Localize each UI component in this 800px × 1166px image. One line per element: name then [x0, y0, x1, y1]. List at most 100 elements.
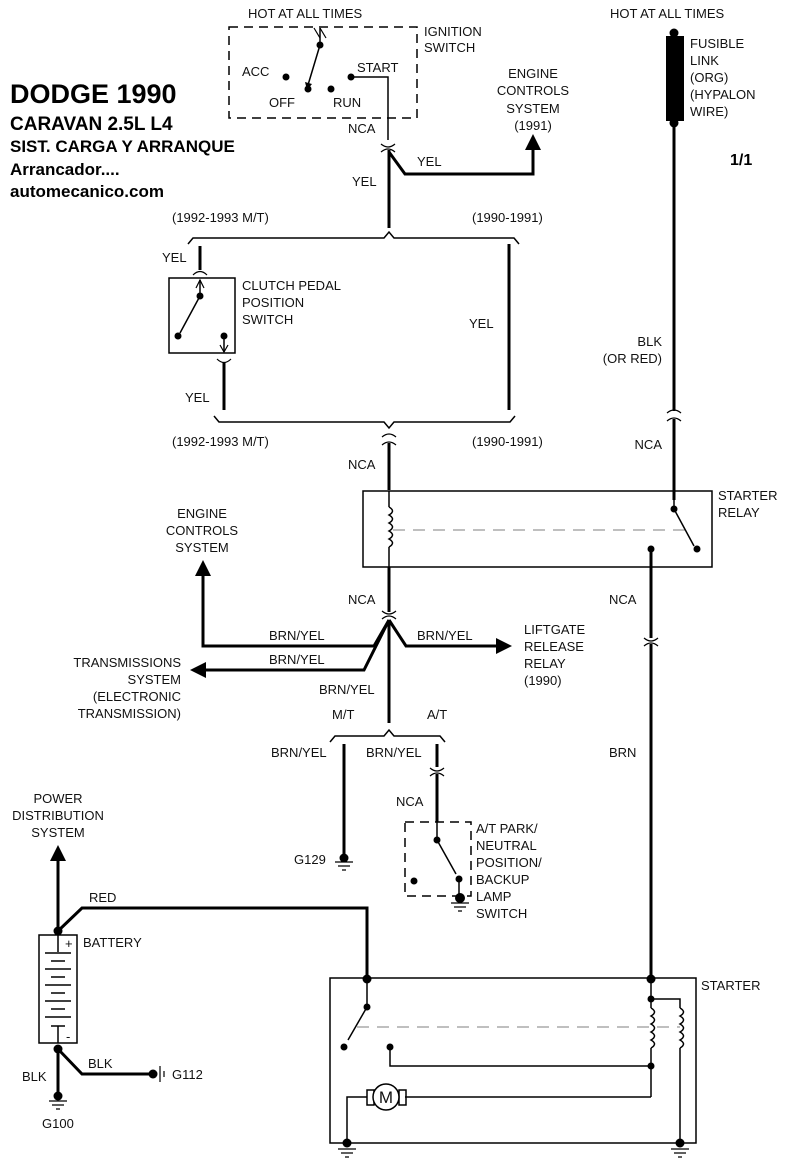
at-wire-label: BRN/YEL — [366, 745, 422, 760]
ignition-pos-start: START — [357, 60, 398, 75]
svg-text:DISTRIBUTION: DISTRIBUTION — [12, 808, 104, 823]
svg-text:RELAY: RELAY — [524, 656, 566, 671]
battery-plus: + — [65, 936, 73, 951]
splice-down-wire-label: BRN/YEL — [319, 682, 375, 697]
ignition-feed-label: HOT AT ALL TIMES — [248, 6, 362, 21]
hold-in-coil-icon — [678, 1007, 685, 1049]
ignition-branch-wire-label: YEL — [417, 154, 442, 169]
svg-text:LINK: LINK — [690, 53, 719, 68]
ground-icon — [671, 1148, 689, 1158]
relay-output-wire-label: BRN — [609, 745, 636, 760]
svg-text:A/T PARK/: A/T PARK/ — [476, 821, 538, 836]
ignition-pos-run: RUN — [333, 95, 361, 110]
svg-text:STARTER: STARTER — [718, 488, 777, 503]
battery-minus: - — [66, 1029, 70, 1044]
ignition-name-2: SWITCH — [424, 40, 475, 55]
svg-text:POSITION/: POSITION/ — [476, 855, 542, 870]
svg-text:CLUTCH PEDAL: CLUTCH PEDAL — [242, 278, 341, 293]
page-number: 1/1 — [730, 152, 752, 169]
svg-text:NEUTRAL: NEUTRAL — [476, 838, 537, 853]
svg-text:RELAY: RELAY — [718, 505, 760, 520]
pull-in-coil-icon — [649, 1007, 656, 1049]
ground-g112-label: G112 — [172, 1067, 203, 1082]
title-component: Arrancador.... — [10, 160, 120, 179]
ground-g100-label: G100 — [42, 1116, 74, 1131]
ignition-switch-box — [228, 26, 418, 119]
clutch-switch-box — [168, 277, 236, 354]
title-site: automecanico.com — [10, 182, 164, 201]
svg-text:CONTROLS: CONTROLS — [166, 523, 239, 538]
pnp-switch-box — [404, 821, 472, 897]
arrow-up-icon — [195, 560, 211, 576]
ignition-connector-label: NCA — [348, 121, 376, 136]
relay-lower-connector-label: NCA — [348, 592, 376, 607]
svg-text:SYSTEM: SYSTEM — [506, 101, 559, 116]
engine-controls-label: ENGINE CONTROLS SYSTEM — [166, 506, 239, 555]
svg-text:CONTROLS: CONTROLS — [497, 83, 570, 98]
svg-text:LIFTGATE: LIFTGATE — [524, 622, 585, 637]
starter-label: STARTER — [701, 978, 760, 993]
fusible-link-body — [666, 36, 684, 121]
svg-text:SYSTEM: SYSTEM — [31, 825, 84, 840]
battery-positive-wire-label: RED — [89, 890, 116, 905]
bracket-bottom-left-label: (1992-1993 M/T) — [172, 434, 269, 449]
title-make-year: DODGE 1990 — [10, 79, 177, 109]
connector-icon — [429, 767, 445, 777]
arrow-right-icon — [496, 638, 512, 654]
svg-text:SYSTEM: SYSTEM — [128, 672, 181, 687]
liftgate-wire-label: BRN/YEL — [417, 628, 473, 643]
motor-symbol: M — [379, 1088, 393, 1107]
starter-relay: STARTER RELAY — [362, 488, 777, 568]
svg-text:SWITCH: SWITCH — [476, 906, 527, 921]
arrow-up-icon — [50, 845, 66, 861]
svg-text:TRANSMISSIONS: TRANSMISSIONS — [73, 655, 181, 670]
svg-text:BACKUP: BACKUP — [476, 872, 529, 887]
ground-icon — [338, 1148, 356, 1158]
clutch-wire-out-label: YEL — [185, 390, 210, 405]
transmission-wire-label: BRN/YEL — [269, 652, 325, 667]
svg-text:WIRE): WIRE) — [690, 104, 728, 119]
svg-text:SWITCH: SWITCH — [242, 312, 293, 327]
connector-icon — [643, 637, 659, 647]
fusible-connector-label: NCA — [635, 437, 663, 452]
svg-text:POWER: POWER — [33, 791, 82, 806]
relay-output-connector-label: NCA — [609, 592, 637, 607]
ignition-switch: HOT AT ALL TIMES IGNITION SWITCH ACC OFF… — [228, 6, 482, 140]
fusible-feed-label: HOT AT ALL TIMES — [610, 6, 724, 21]
liftgate-relay-label: LIFTGATE RELEASE RELAY (1990) — [524, 622, 585, 688]
svg-text:RELEASE: RELEASE — [524, 639, 584, 654]
arrow-up-icon — [525, 134, 541, 150]
wire-liftgate — [387, 619, 498, 648]
ground-icon — [49, 1100, 67, 1110]
svg-text:ENGINE: ENGINE — [508, 66, 558, 81]
starter-motor-icon: M — [366, 1083, 407, 1111]
connector-icon — [666, 409, 682, 422]
title-block: DODGE 1990 CARAVAN 2.5L L4 SIST. CARGA Y… — [10, 79, 235, 201]
at-connector-label: NCA — [396, 794, 424, 809]
connector-icon — [381, 433, 397, 446]
battery-label: BATTERY — [83, 935, 142, 950]
title-model: CARAVAN 2.5L L4 — [10, 114, 173, 135]
bracket-bottom-right-label: (1990-1991) — [472, 434, 543, 449]
fusible-wire-label-1: BLK — [637, 334, 662, 349]
wire-blk-g112 — [56, 1047, 150, 1076]
svg-text:SYSTEM: SYSTEM — [175, 540, 228, 555]
fusible-wire-label-2: (OR RED) — [603, 351, 662, 366]
battery-section: POWER DISTRIBUTION SYSTEM RED + - BATTER… — [12, 791, 369, 1131]
svg-text:TRANSMISSION): TRANSMISSION) — [78, 706, 181, 721]
svg-text:(ORG): (ORG) — [690, 70, 728, 85]
battery-neg-wire-label-1: BLK — [22, 1069, 47, 1084]
at-label: A/T — [427, 707, 447, 722]
svg-text:FUSIBLE: FUSIBLE — [690, 36, 745, 51]
starter-box — [329, 977, 697, 1144]
bracket-top-right-label: (1990-1991) — [472, 210, 543, 225]
starter: STARTER M — [329, 974, 760, 1158]
ignition-input-arrow-icon — [313, 27, 327, 39]
ignition-wire-label: YEL — [352, 174, 377, 189]
ignition-contact-arm — [307, 44, 321, 86]
engine-controls-1991: ENGINE CONTROLS SYSTEM (1991) — [497, 66, 570, 133]
ground-icon — [451, 902, 469, 912]
svg-text:(1990): (1990) — [524, 673, 562, 688]
wire-red-battery-positive — [56, 906, 369, 978]
mt-label: M/T — [332, 707, 354, 722]
